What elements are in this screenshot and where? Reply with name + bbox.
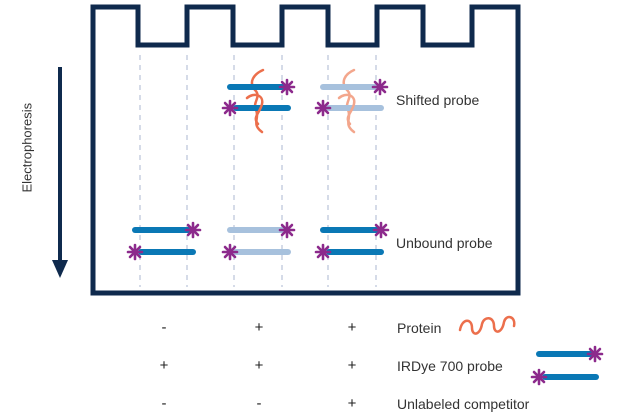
dye-star-icon	[530, 368, 548, 386]
dye-star-icon	[586, 345, 604, 363]
lane-3-shifted-complex	[320, 68, 384, 134]
lane-2-probe-sign: +	[254, 357, 264, 374]
dye-star-icon	[221, 243, 239, 261]
dye-star-icon	[278, 221, 296, 239]
protein-squiggle	[337, 93, 356, 126]
protein-squiggle	[245, 93, 264, 126]
dye-star-icon	[314, 243, 332, 261]
ir-dye-probe-label: IRDye 700 probe	[397, 358, 503, 374]
lane-3-competitor-sign: +	[347, 395, 357, 412]
dye-star-icon	[184, 221, 202, 239]
lane-2-competitor-sign: -	[256, 395, 262, 412]
lane-2-shifted-complex	[227, 68, 291, 134]
lane-3-protein-sign: +	[347, 319, 357, 336]
shifted-probe-label: Shifted probe	[396, 92, 480, 108]
lane-1-competitor-sign: -	[161, 395, 167, 412]
ir-dye-stars	[126, 78, 604, 386]
lane-3-unbound-probe	[320, 227, 384, 255]
dye-star-icon	[126, 243, 144, 261]
dye-star-icon	[278, 78, 296, 96]
probe-legend-icon	[536, 351, 599, 380]
dye-star-icon	[221, 99, 239, 117]
dye-star-icon	[314, 99, 332, 117]
unlabeled-competitor-label: Unlabeled competitor	[397, 396, 530, 412]
lane-2-unbound-probe	[227, 227, 291, 255]
lane-2-protein-sign: +	[254, 319, 264, 336]
electrophoresis-arrow	[52, 67, 68, 278]
unbound-probe-label: Unbound probe	[396, 235, 493, 251]
lane-3-probe-sign: +	[347, 357, 357, 374]
arrow-head	[52, 260, 68, 278]
lane-1-probe-sign: +	[159, 357, 169, 374]
lane-1-protein-sign: -	[161, 319, 167, 336]
gel-outline	[90, 4, 521, 296]
protein-label: Protein	[397, 320, 442, 336]
electrophoresis-label: Electrophoresis	[19, 102, 35, 193]
dye-star-icon	[371, 78, 389, 96]
dye-star-icon	[372, 221, 390, 239]
lane-1-unbound-probe	[132, 227, 196, 255]
protein-legend-icon	[458, 315, 516, 335]
